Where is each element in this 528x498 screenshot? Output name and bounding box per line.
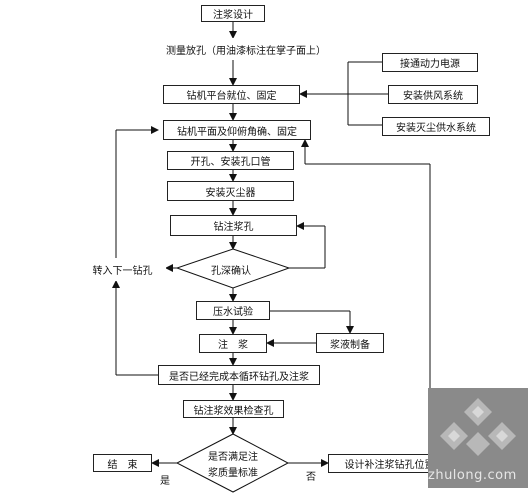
node-rig-position: 钻机平台就位、固定 <box>163 85 300 104</box>
node-rig-level: 钻机平面及仰俯角确、固定 <box>163 120 311 140</box>
edge-label-yes: 是 <box>160 476 170 487</box>
node-survey: 测量放孔（用油漆标注在掌子面上） <box>158 38 334 60</box>
node-depth-check-label: 孔深确认 <box>211 266 251 277</box>
node-air: 安装供风系统 <box>388 85 478 104</box>
watermark-text: zhulong.com <box>428 468 517 483</box>
node-power: 接通动力电源 <box>382 53 478 72</box>
node-cycle-check: 是否已经完成本循环钻孔及注浆 <box>158 365 320 385</box>
decision-quality-check <box>175 433 290 493</box>
node-dust-collector: 安装灭尘器 <box>167 181 294 201</box>
decision-depth-check <box>175 248 291 289</box>
node-grouting: 注 浆 <box>199 334 267 353</box>
node-quality-check-line2: 浆质量标准 <box>208 468 258 479</box>
watermark-panel <box>428 388 528 488</box>
node-drill-holes: 钻注浆孔 <box>170 215 297 236</box>
node-water: 安装灭尘供水系统 <box>382 117 490 136</box>
node-effect-check: 钻注浆效果检查孔 <box>183 400 284 418</box>
node-next-hole: 转入下一钻孔 <box>79 258 166 281</box>
edge-label-no: 否 <box>306 472 316 483</box>
node-quality-check-line1: 是否满足注 <box>208 452 258 463</box>
node-design: 注浆设计 <box>201 5 265 22</box>
diamond-pattern-logo-icon <box>440 398 516 456</box>
node-pressure-test: 压水试验 <box>196 301 270 320</box>
node-slurry-prep: 浆液制备 <box>316 333 384 353</box>
node-end: 结 束 <box>93 454 152 472</box>
node-drill-open: 开孔、安装孔口管 <box>167 151 294 170</box>
